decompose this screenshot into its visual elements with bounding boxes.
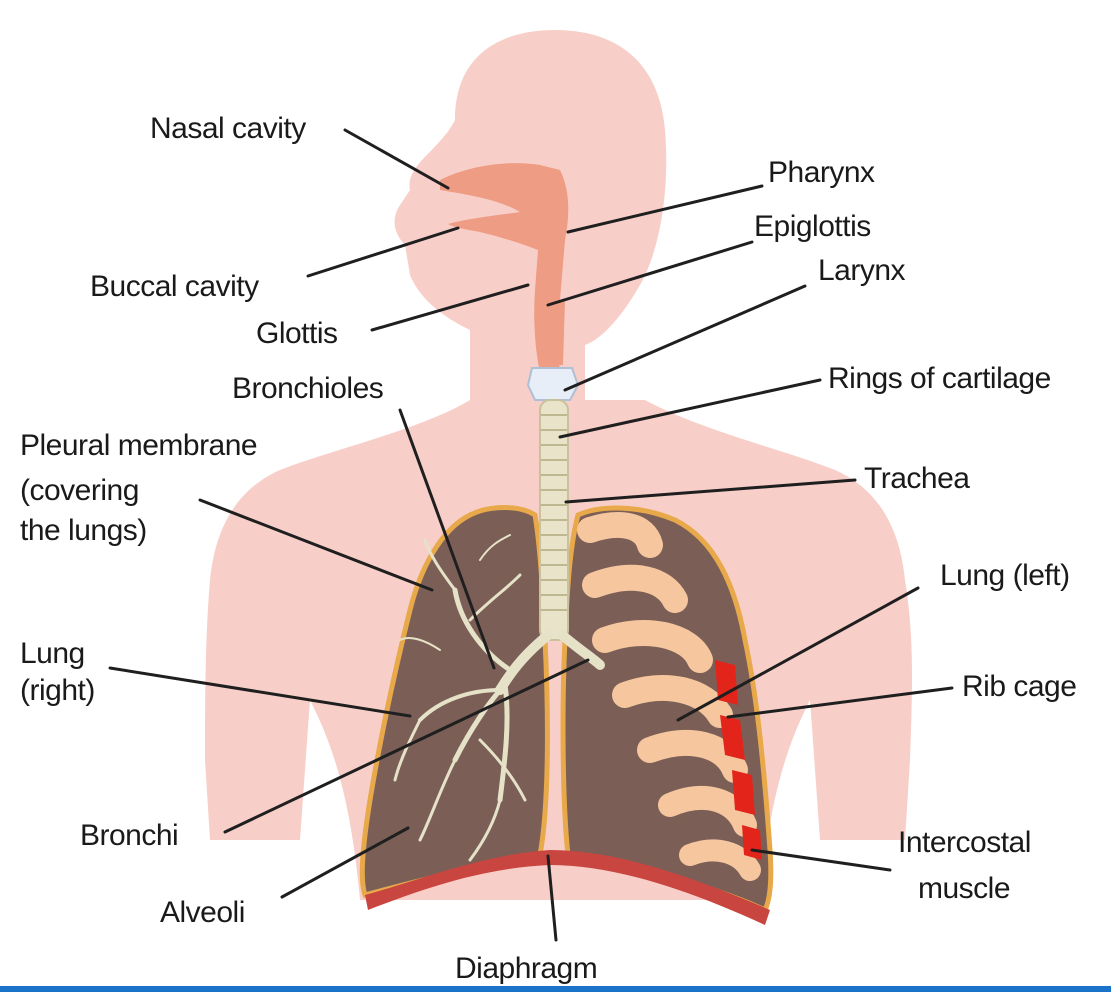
label-glottis: Glottis	[256, 317, 338, 350]
label-intercostal-line1: Intercostal	[898, 826, 1031, 859]
label-lung-right-line2: (right)	[20, 674, 95, 707]
label-pharynx: Pharynx	[768, 156, 875, 189]
label-bronchioles: Bronchioles	[232, 372, 383, 405]
larynx-shape	[528, 368, 578, 400]
label-rings-of-cartilage: Rings of cartilage	[828, 362, 1051, 395]
bottom-rule	[0, 986, 1111, 992]
label-pleural-membrane-line2: (covering	[20, 474, 139, 507]
label-alveoli: Alveoli	[160, 896, 245, 929]
label-rib-cage: Rib cage	[962, 670, 1076, 703]
label-lung-right-line1: Lung	[20, 637, 85, 670]
label-epiglottis: Epiglottis	[754, 210, 871, 243]
label-intercostal-line2: muscle	[918, 872, 1010, 905]
label-nasal-cavity: Nasal cavity	[150, 112, 306, 145]
label-pleural-membrane-line3: the lungs)	[20, 514, 147, 547]
muscle-patch	[732, 770, 755, 815]
label-buccal-cavity: Buccal cavity	[90, 270, 259, 303]
label-trachea: Trachea	[864, 462, 970, 495]
label-lung-left: Lung (left)	[940, 559, 1070, 592]
label-bronchi: Bronchi	[80, 819, 178, 852]
label-diaphragm: Diaphragm	[455, 952, 597, 985]
muscle-patch	[742, 825, 762, 860]
label-pleural-membrane-line1: Pleural membrane	[20, 429, 257, 462]
label-larynx: Larynx	[818, 254, 906, 287]
trachea-upper-tube	[540, 300, 565, 365]
